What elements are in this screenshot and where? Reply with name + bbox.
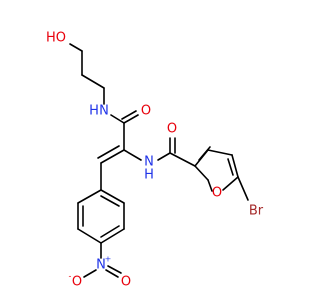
bond-alpha-vinyl-1 [100,149,125,164]
bromine-label: Br [249,204,264,219]
benzene-ring [77,162,125,244]
bond-f1 [194,165,209,181]
vinyl-amide [97,137,196,167]
bond-carbonyl-o-1 [123,114,139,124]
bond-b1 [77,189,102,204]
top-amide [110,110,139,151]
atom-labels: HO N H O N H O O Br N + O - O [46,31,264,290]
amide-hydrogen-top: H [89,104,99,119]
hydroxyl-label: HO [46,31,66,46]
amide-oxygen-right: O [167,122,177,137]
bond-n-o-right-2 [107,265,122,274]
bond-f6 [207,179,213,192]
bond-b6 [100,189,125,204]
bond-f3 [207,149,233,156]
bond-b4 [100,228,125,244]
bond-b4b [100,225,120,238]
nitro-oxygen-left: O [72,275,82,290]
bond-alpha-vinyl-2 [97,145,120,159]
bond-n-carbonyl [110,114,125,124]
bond-f2b [198,146,211,161]
bond-b6b [100,195,120,207]
amide-oxygen-top: O [141,104,151,119]
bond-f4b [227,158,234,176]
bond-carbonyl-furan [169,152,196,167]
molecule-svg: HO N H O N H O O Br N + O - O [46,31,264,290]
nitro-oxygen-left-charge: - [69,272,72,281]
molecule-structure-diagram: HO N H O N H O O Br N + O - O [46,31,264,290]
bond-b3 [77,228,102,244]
bond-carbonyl-o-2 [121,110,137,120]
bond-n-o-left [83,269,97,278]
nitro-group [83,242,122,278]
nitro-nitrogen: N [96,258,106,273]
nitro-nitrogen-charge: + [105,255,112,264]
bond-f5 [222,176,239,191]
bond-c2-c3 [81,74,105,89]
bond-br [237,176,249,201]
nitro-oxygen-right: O [121,275,131,290]
amide-nitrogen-top: N [99,104,109,119]
bond-f4 [231,154,239,178]
amide-nitrogen-mid: N [144,155,154,170]
propyl-chain [69,43,105,105]
bond-o-c1 [69,43,83,52]
bond-nh-carbonyl [157,152,171,161]
bond-n-o-right-1 [105,269,119,278]
furan-oxygen: O [212,186,222,201]
furan-ring [194,146,249,201]
amide-hydrogen-mid: H [144,168,154,183]
bond-alpha-nh [123,149,142,161]
